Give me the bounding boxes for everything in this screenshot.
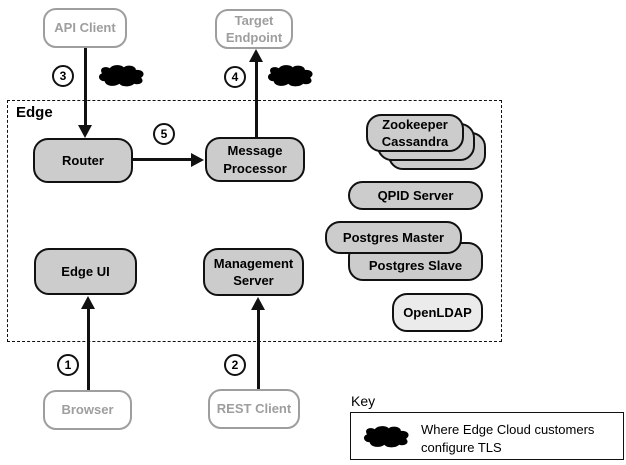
step-4-badge: 4 (224, 66, 246, 88)
node-postgres-master: Postgres Master (325, 221, 462, 254)
key-legend-text-line1: Where Edge Cloud customers (421, 422, 595, 437)
key-legend-text-line2: configure TLS (421, 439, 502, 455)
arrow-rest-client-to-management-server (257, 308, 260, 389)
node-edge-ui-label: Edge UI (61, 263, 110, 279)
node-zookeeper-cassandra: Zookeeper Cassandra (366, 114, 464, 152)
node-browser-label: Browser (61, 402, 114, 418)
node-cassandra-label: Cassandra (381, 134, 449, 149)
arrowhead-down-icon (78, 125, 92, 138)
edge-container-label: Edge (16, 104, 53, 121)
node-management-server: Management Server (203, 248, 304, 296)
step-5-badge: 5 (153, 123, 175, 145)
tls-cloud-icon (96, 64, 148, 88)
node-zookeeper-label: Zookeeper (382, 116, 448, 132)
node-edge-ui: Edge UI (34, 248, 137, 295)
node-openldap-label: OpenLDAP (403, 304, 472, 320)
node-rest-client: REST Client (208, 389, 300, 429)
arrow-message-processor-to-target (255, 61, 258, 137)
tls-cloud-icon (265, 64, 317, 88)
node-qpid-server-label: QPID Server (377, 187, 454, 203)
edge-container: Edge (7, 100, 502, 342)
step-2-badge: 2 (224, 354, 246, 376)
step-3-badge: 3 (52, 65, 74, 87)
arrowhead-up-icon (81, 296, 95, 309)
node-message-processor: Message Processor (205, 137, 305, 182)
node-router-label: Router (62, 152, 104, 168)
node-management-server-label-line1: Management (213, 255, 294, 271)
node-qpid-server: QPID Server (348, 181, 483, 210)
key-title: Key (351, 393, 376, 409)
node-api-client: API Client (43, 8, 127, 48)
node-api-client-label: API Client (54, 20, 116, 36)
arrow-browser-to-edge-ui (87, 307, 90, 390)
node-postgres-slave-label: Postgres Slave (368, 257, 463, 273)
node-management-server-label-line2: Server (233, 273, 274, 288)
tls-cloud-icon (361, 425, 413, 449)
arrowhead-right-icon (191, 152, 204, 167)
step-1-badge: 1 (57, 354, 79, 376)
arrowhead-up-icon (249, 49, 263, 62)
node-message-processor-label-line2: Processor (223, 160, 287, 176)
key-legend-text: Where Edge Cloud customers configure TLS (421, 421, 594, 456)
node-browser: Browser (43, 390, 132, 430)
node-router: Router (33, 138, 133, 183)
node-target-endpoint: Target Endpoint (215, 9, 293, 49)
node-target-endpoint-label-line2: Endpoint (225, 30, 283, 45)
node-target-endpoint-label-line1: Target (234, 12, 274, 28)
node-openldap: OpenLDAP (392, 293, 483, 332)
arrowhead-up-icon (251, 297, 265, 310)
node-rest-client-label: REST Client (216, 401, 292, 417)
arrow-api-client-to-router (84, 48, 87, 126)
key-legend-box: Where Edge Cloud customers configure TLS (350, 412, 624, 460)
node-postgres-master-label: Postgres Master (342, 229, 445, 245)
arrow-router-to-message-processor (133, 158, 192, 161)
node-message-processor-label-line1: Message (227, 143, 283, 159)
